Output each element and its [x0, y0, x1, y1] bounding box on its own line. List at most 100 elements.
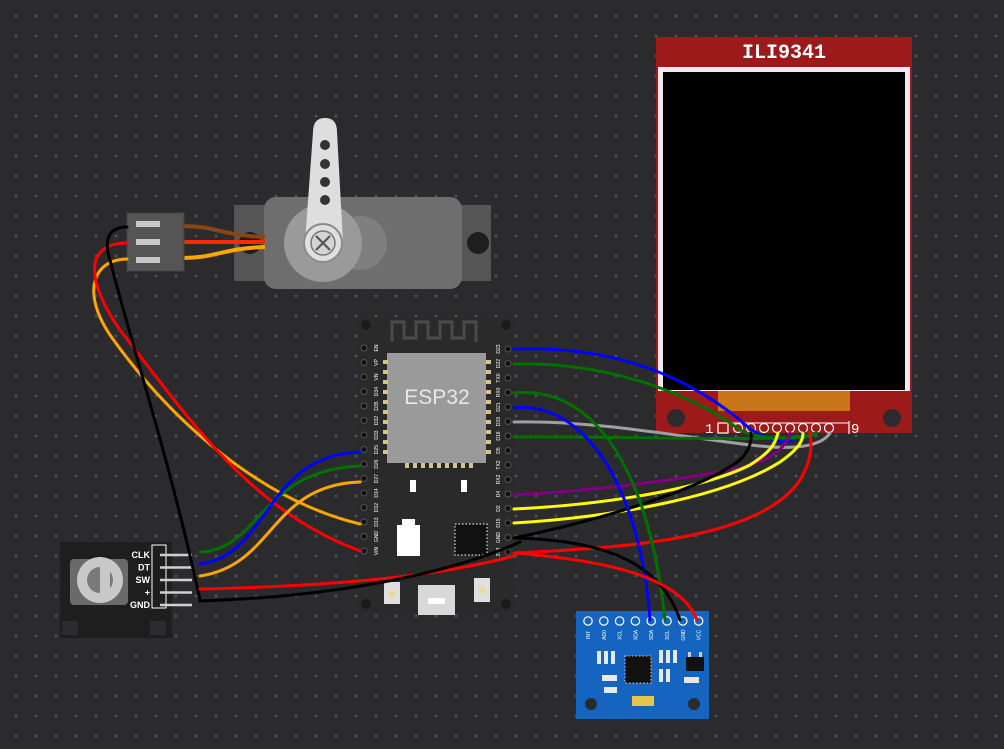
wire-black-encoder-gnd[interactable]	[198, 540, 522, 603]
esp32-pin[interactable]	[504, 447, 512, 454]
encoder-pin-label: CLK	[132, 550, 151, 560]
imu-pin-label: INT	[586, 631, 592, 639]
imu-regulator-leg	[699, 652, 702, 657]
imu-pin-label: SDA	[649, 629, 655, 640]
esp32-antenna-trace	[390, 320, 478, 342]
wire-orange-servo-signal[interactable]	[92, 257, 362, 526]
servo-horn-hole	[320, 140, 330, 150]
esp32-pin[interactable]	[504, 534, 512, 541]
imu-regulator-leg	[688, 652, 691, 657]
display-pin[interactable]	[758, 422, 770, 434]
esp32-pin[interactable]	[504, 476, 512, 483]
imu-pin[interactable]	[614, 616, 625, 626]
esp32-pin[interactable]	[360, 475, 368, 482]
wire-yellow-display-led[interactable]	[512, 431, 805, 525]
esp32-pin-label: D21	[496, 402, 502, 411]
esp32-pin-label: VIN	[374, 546, 380, 555]
display-pin-first-label: 1	[705, 422, 713, 438]
esp32-pin[interactable]	[504, 345, 512, 353]
esp32-pin[interactable]	[504, 403, 512, 411]
esp32-pin[interactable]	[504, 548, 512, 556]
servo-horn-hole	[320, 195, 330, 205]
wire-black-imu-gnd[interactable]	[512, 536, 682, 622]
esp32-module-pad	[383, 390, 388, 394]
wire-yellow-display-rst[interactable]	[512, 431, 780, 511]
imu-pin[interactable]	[598, 616, 609, 626]
esp32-module-pad	[486, 450, 491, 454]
esp32-pin[interactable]	[504, 374, 512, 382]
esp32-pin[interactable]	[360, 402, 368, 410]
servo-motor[interactable]	[126, 118, 491, 289]
esp32-board[interactable]: ESP32 ENVPVND34D35D32D33D25D26D27D14D12D…	[358, 317, 514, 615]
esp32-pin-label: D15	[496, 518, 502, 527]
wire-red-encoder-vcc[interactable]	[198, 554, 516, 591]
esp32-pin[interactable]	[360, 373, 368, 381]
esp32-pin[interactable]	[504, 418, 512, 425]
esp32-pin[interactable]	[360, 431, 368, 439]
esp32-module-pad	[437, 463, 441, 468]
display-screen	[663, 72, 905, 390]
esp32-pin[interactable]	[360, 460, 368, 468]
wire-black-servo-gnd[interactable]	[105, 225, 202, 602]
wire-red-imu-vcc[interactable]	[512, 551, 699, 622]
esp32-mount-hole	[501, 599, 511, 609]
esp32-pin[interactable]	[504, 432, 512, 440]
esp32-pin[interactable]	[360, 446, 368, 453]
display-mount-hole	[883, 409, 901, 427]
esp32-pin[interactable]	[504, 461, 512, 469]
esp32-pin-label: D12	[374, 503, 380, 512]
display-title: ILI9341	[742, 42, 826, 65]
esp32-module-pad	[429, 463, 433, 468]
esp32-pin[interactable]	[504, 490, 512, 498]
esp32-boot-button-cap	[388, 590, 396, 598]
display-pin[interactable]	[732, 422, 744, 434]
wire-red-display-vcc[interactable]	[512, 431, 813, 555]
wire-purple-display-dc[interactable]	[512, 431, 792, 497]
wire-green-encoder-clk[interactable]	[198, 464, 362, 554]
imu-pin[interactable]	[662, 616, 672, 626]
esp32-pin[interactable]	[504, 360, 512, 367]
esp32-module-pad	[486, 430, 491, 434]
wire-green-display-cs[interactable]	[512, 431, 818, 441]
esp32-pin[interactable]	[360, 489, 368, 497]
wire-blue-imu-sda[interactable]	[512, 405, 652, 622]
esp32-pin[interactable]	[360, 417, 368, 424]
imu-component	[673, 650, 677, 663]
imu-pin-label: XDA	[633, 629, 639, 640]
wire-orange-encoder-sw[interactable]	[198, 480, 362, 578]
esp32-pin[interactable]	[360, 518, 368, 526]
imu-component	[684, 677, 699, 683]
esp32-led	[461, 480, 467, 492]
esp32-pin[interactable]	[360, 533, 368, 540]
esp32-pin[interactable]	[504, 389, 512, 396]
wire-green-imu-scl[interactable]	[512, 391, 667, 622]
servo-cable-orange	[182, 245, 266, 260]
wire-blue-encoder-dt[interactable]	[198, 450, 362, 566]
esp32-pin[interactable]	[504, 519, 512, 527]
ili9341-display[interactable]: ILI9341 1 9	[656, 37, 912, 438]
display-mount-hole	[667, 409, 685, 427]
esp32-pin[interactable]	[360, 504, 368, 511]
wire-blue-display-sck[interactable]	[512, 347, 806, 443]
esp32-pin[interactable]	[504, 505, 512, 512]
display-pin-1[interactable]	[717, 422, 729, 434]
imu-pin[interactable]	[583, 616, 593, 626]
imu-pin[interactable]	[677, 616, 688, 626]
esp32-pin[interactable]	[360, 547, 368, 555]
wire-black-display-gnd[interactable]	[512, 431, 753, 540]
wire-red-servo-vcc[interactable]	[93, 241, 362, 553]
esp32-pin-label: D18	[496, 431, 502, 440]
imu-component	[597, 651, 601, 664]
imu-pin[interactable]	[693, 616, 704, 626]
imu-regulator	[686, 657, 704, 671]
esp32-pin[interactable]	[360, 344, 368, 352]
esp32-pin[interactable]	[360, 388, 368, 395]
esp32-pin[interactable]	[360, 359, 368, 366]
esp32-module-pad	[445, 463, 449, 468]
esp32-regulator-tab	[402, 519, 415, 525]
esp32-module-pad	[461, 463, 465, 468]
imu-mount-hole	[585, 698, 597, 710]
imu-pin[interactable]	[630, 616, 641, 626]
